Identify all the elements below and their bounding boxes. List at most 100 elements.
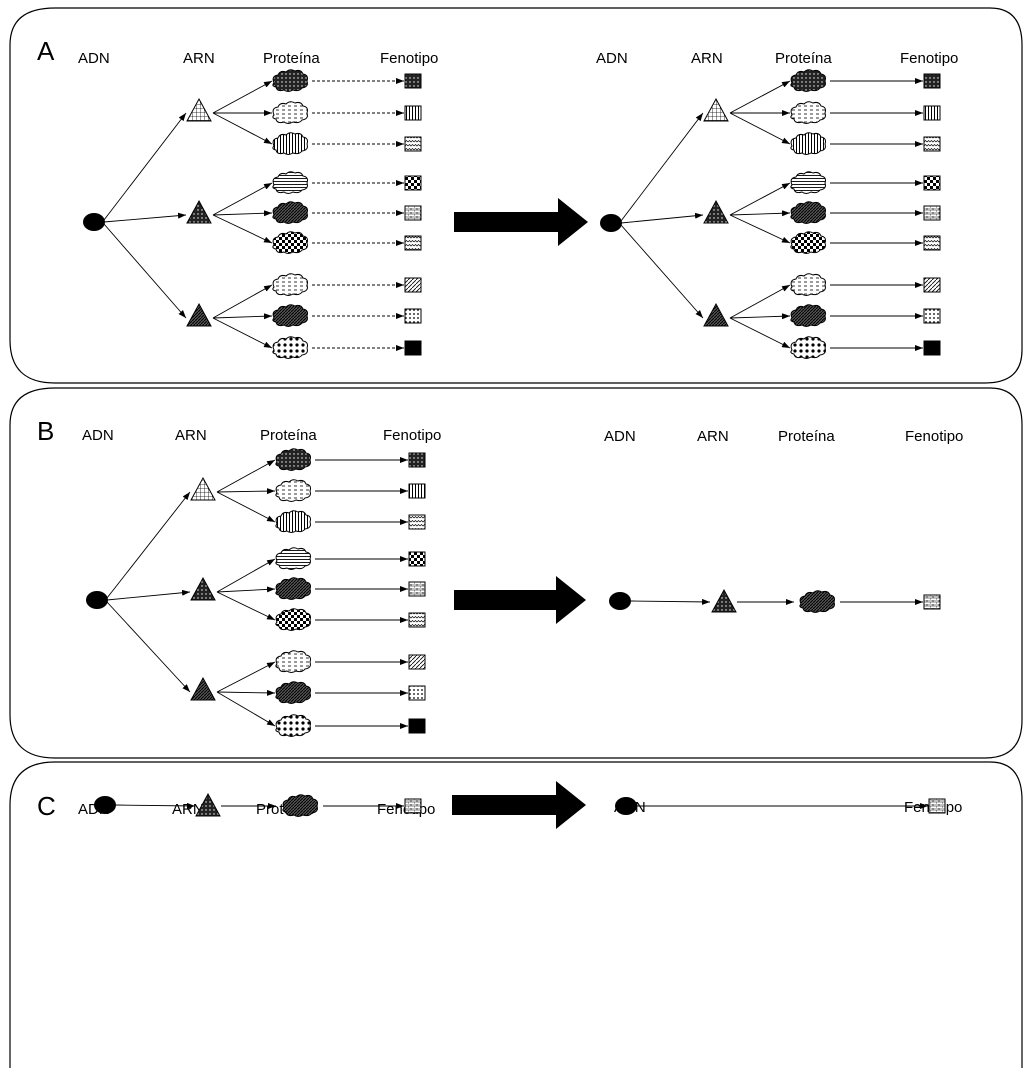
phenotype-node-icon [404,235,422,251]
phenotype-node-icon [408,551,426,567]
protein-node-icon [275,714,311,737]
rna-node-icon [186,302,212,327]
rna-node-icon [186,97,212,122]
phenotype-node-icon [923,205,941,221]
connector-arrow [212,182,273,216]
connector-arrow [216,558,276,593]
connector-arrow [216,661,276,693]
connector-arrow [212,112,273,145]
connector-arrow [620,212,704,224]
connector-arrow [103,112,187,221]
connector-arrow [729,112,791,145]
panel-b-right-header-fenotipo: Fenotipo [905,428,963,445]
protein-node-icon [272,69,308,92]
phenotype-node-icon [923,175,941,191]
phenotype-node-icon [923,277,941,293]
connector-arrow [115,802,196,809]
panel-b-right-header-proteina: Proteína [778,428,835,445]
phenotype-node-icon [408,654,426,670]
panel-a-right-header-adn: ADN [596,50,628,67]
dna-node-icon [600,214,622,232]
connector-arrow [216,691,276,727]
dna-node-icon [83,213,105,231]
panel-c-before-graph [94,792,422,817]
panel-c-frame [9,761,1023,1068]
protein-node-icon [790,132,826,155]
connector-arrow [620,112,704,222]
connector-arrow [106,601,191,693]
protein-node-icon [275,650,311,673]
transition-arrow-icon [454,198,588,246]
phenotype-node-icon [404,136,422,152]
phenotype-node-icon [404,340,422,356]
connector-arrow [216,689,276,696]
phenotype-node-icon [408,718,426,734]
protein-node-icon [790,171,826,194]
dna-node-icon [609,592,631,610]
connector-arrow [729,313,791,320]
panel-a-right-header-proteina: Proteína [775,50,832,67]
panel-a-left-header-fenotipo: Fenotipo [380,50,438,67]
panel-c-left-header-arn: ARN [172,801,204,818]
connector-arrow [729,210,791,217]
panel-b-left-header-proteina: Proteína [260,427,317,444]
phenotype-node-icon [404,73,422,89]
panel-b-after-graph [609,588,941,613]
protein-node-icon [790,304,826,327]
protein-node-icon [272,201,308,224]
connector-arrow [216,459,276,493]
phenotype-node-icon [404,205,422,221]
protein-node-icon [790,273,826,296]
protein-node-icon [275,547,311,570]
phenotype-node-icon [404,798,422,814]
protein-node-icon [272,273,308,296]
rna-node-icon [190,476,216,501]
protein-node-icon [790,336,826,359]
protein-node-icon [790,69,826,92]
panel-b-left-header-fenotipo: Fenotipo [383,427,441,444]
protein-node-icon [275,479,311,502]
panel-c-letter: C [37,791,56,821]
rna-node-icon [190,576,216,601]
panel-a-after-graph [600,69,941,359]
protein-node-icon [272,132,308,155]
dna-node-icon [94,796,116,814]
connector-arrow [729,214,791,244]
connector-arrow [106,589,191,601]
panel-a-left-header-arn: ARN [183,50,215,67]
connector-arrow [103,223,187,319]
panel-b-left-header-adn: ADN [82,427,114,444]
phenotype-node-icon [923,594,941,610]
phenotype-node-icon [404,105,422,121]
transition-arrow-icon [452,781,586,829]
connector-arrow [216,591,276,621]
phenotype-node-icon [923,340,941,356]
protein-node-icon [275,510,311,533]
protein-node-icon [275,448,311,471]
phenotype-node-icon [404,308,422,324]
rna-node-icon [703,199,729,224]
phenotype-node-icon [404,277,422,293]
panel-a-right-header-fenotipo: Fenotipo [900,50,958,67]
transition-arrow-icon [454,576,586,624]
rna-node-icon [195,792,221,817]
phenotype-node-icon [928,798,946,814]
connector-arrow [620,224,704,319]
connector-arrow [216,491,276,523]
connector-arrow [216,586,276,593]
panel-b-before-graph [86,448,426,737]
panel-b-right-header-adn: ADN [604,428,636,445]
protein-node-icon [272,231,308,254]
phenotype-node-icon [408,483,426,499]
protein-node-icon [799,590,835,613]
panel-b-frame [9,387,1023,759]
protein-node-icon [272,336,308,359]
rna-node-icon [711,588,737,613]
phenotype-node-icon [408,581,426,597]
phenotype-node-icon [408,514,426,530]
connector-arrow [216,488,276,495]
phenotype-node-icon [923,105,941,121]
connector-arrow [212,284,273,319]
connector-arrow [212,80,273,114]
